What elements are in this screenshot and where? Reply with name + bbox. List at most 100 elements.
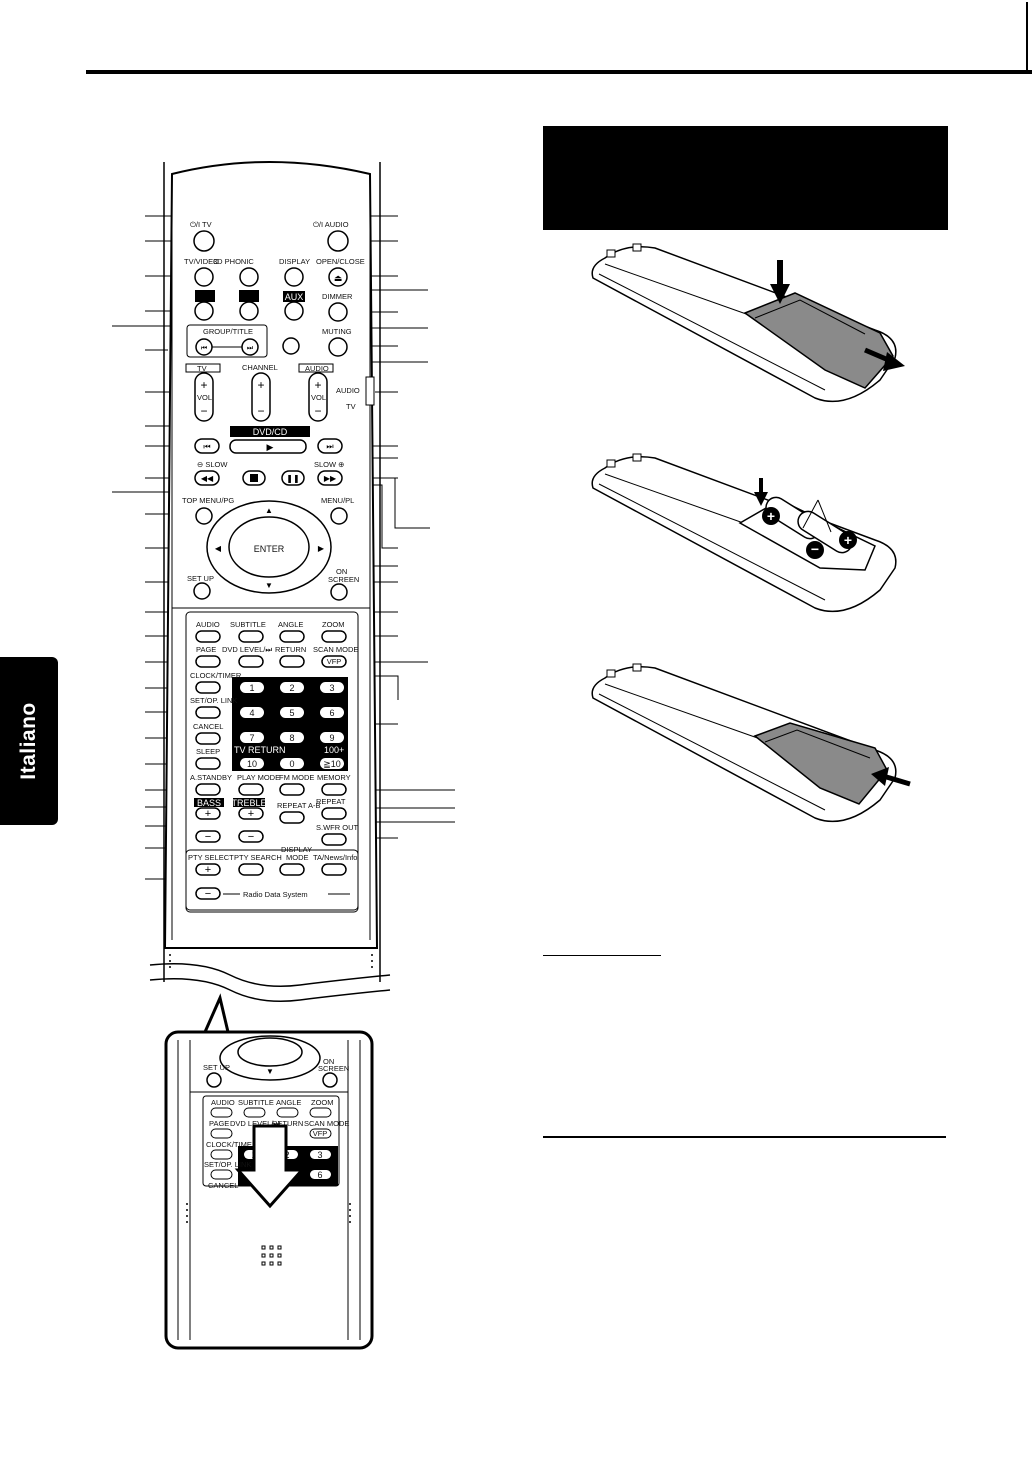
prev-track-button[interactable] <box>194 438 220 454</box>
number-key[interactable] <box>240 707 264 718</box>
header-rule <box>86 70 1032 74</box>
memory-button[interactable] <box>321 783 347 796</box>
fm-mode-button[interactable] <box>279 783 305 796</box>
slide-out-arrow-icon <box>883 352 905 371</box>
clock-timer-label: CLOCK/TIMER <box>190 671 242 680</box>
tv-vol-rocker[interactable] <box>194 372 214 422</box>
memory-label: MEMORY <box>317 773 351 782</box>
source-button-2[interactable] <box>239 301 259 321</box>
page-button[interactable] <box>195 655 221 668</box>
display-button[interactable] <box>284 267 304 287</box>
clock-timer-button[interactable] <box>195 681 221 694</box>
angle-button[interactable] <box>279 630 305 643</box>
swfr-out-button[interactable] <box>321 833 347 846</box>
page-label: PAGE <box>196 645 216 654</box>
return-loop-button[interactable] <box>282 337 300 355</box>
ta-news-info-button[interactable] <box>321 863 347 876</box>
audio-vol-label: AUDIO <box>305 364 329 373</box>
tv-video-button[interactable] <box>194 267 214 287</box>
section-divider <box>543 1136 946 1138</box>
pause-button[interactable] <box>281 470 305 486</box>
number-key[interactable] <box>320 707 344 718</box>
set-op-link-button[interactable] <box>195 706 221 719</box>
audio-vol-rocker[interactable] <box>308 372 328 422</box>
menu-pl-button[interactable] <box>330 507 348 525</box>
treble-minus-button[interactable] <box>238 830 264 843</box>
treble-tab <box>233 798 265 807</box>
battery-step-1-illustration <box>591 243 905 403</box>
inset-vfp-button <box>309 1128 332 1139</box>
number-key[interactable] <box>320 682 344 693</box>
rds-label: Radio Data System <box>243 890 308 899</box>
zero-key-label: 0 <box>289 759 294 769</box>
power-audio-button[interactable] <box>327 230 349 252</box>
inset-vfp-label: VFP <box>313 1129 328 1138</box>
cancel-button[interactable] <box>195 732 221 745</box>
open-close-button[interactable] <box>328 267 348 287</box>
return-button[interactable] <box>279 655 305 668</box>
bass-plus-button[interactable] <box>195 807 221 820</box>
number-key[interactable] <box>240 732 264 743</box>
dvd-cd-bar <box>230 426 310 437</box>
svg-text:−: − <box>205 888 211 900</box>
channel-rocker[interactable] <box>251 372 271 422</box>
set-up-button[interactable] <box>193 582 211 600</box>
power-tv-button[interactable] <box>193 230 215 252</box>
enter-button[interactable] <box>228 516 310 578</box>
dimmer-label: DIMMER <box>322 292 353 301</box>
pty-select-minus-button[interactable] <box>195 887 221 900</box>
tv-vol-label: VOL <box>197 393 212 402</box>
repeat-ab-button[interactable] <box>279 811 305 824</box>
vfp-button[interactable] <box>321 655 347 668</box>
remote-control-diagram: ⏻/I TV ⏻/I AUDIO TV/VIDEO 3D PHONIC DISP… <box>112 161 455 1350</box>
sleep-button[interactable] <box>195 757 221 770</box>
zoom-button[interactable] <box>321 630 347 643</box>
a-standby-label: A.STANDBY <box>190 773 232 782</box>
inset-clock-timer-button <box>210 1149 233 1160</box>
ge10-key[interactable] <box>320 758 344 769</box>
top-menu-button[interactable] <box>195 507 213 525</box>
audio-button[interactable] <box>195 630 221 643</box>
number-key[interactable] <box>320 732 344 743</box>
muting-label: MUTING <box>322 327 352 336</box>
display-mode-button[interactable] <box>279 863 305 876</box>
bass-minus-button[interactable] <box>195 830 221 843</box>
source-button-1[interactable] <box>194 301 214 321</box>
play-mode-label: PLAY MODE <box>237 773 280 782</box>
pty-search-button[interactable] <box>238 863 264 876</box>
top-menu-label: TOP MENU/PG <box>182 496 234 505</box>
on-screen-button[interactable] <box>330 583 348 601</box>
number-key[interactable] <box>280 732 304 743</box>
a-standby-button[interactable] <box>195 783 221 796</box>
phonic-button[interactable] <box>239 267 259 287</box>
audio-tv-switch[interactable] <box>365 376 375 406</box>
aux-button[interactable] <box>284 301 304 321</box>
switch-audio-label: AUDIO <box>336 386 360 395</box>
number-key[interactable] <box>280 682 304 693</box>
pty-select-plus-button[interactable] <box>195 863 221 876</box>
slow-rewind-button[interactable] <box>194 470 220 486</box>
muting-button[interactable] <box>328 337 348 357</box>
audio-label: AUDIO <box>196 620 220 629</box>
svg-text:+: + <box>767 508 775 524</box>
number-key[interactable] <box>280 707 304 718</box>
ten-key[interactable] <box>240 758 264 769</box>
dimmer-button[interactable] <box>328 302 348 322</box>
insert-arrow-icon <box>754 492 768 506</box>
treble-plus-button[interactable] <box>238 807 264 820</box>
plus-terminal-icon <box>839 531 857 549</box>
repeat-label: REPEAT <box>316 797 346 806</box>
play-mode-button[interactable] <box>238 783 264 796</box>
number-key[interactable] <box>240 682 264 693</box>
zero-key[interactable] <box>280 758 304 769</box>
play-button[interactable] <box>229 439 307 454</box>
dvd-level-button[interactable] <box>238 655 264 668</box>
slow-forward-button[interactable] <box>317 470 343 486</box>
subtitle-button[interactable] <box>238 630 264 643</box>
battery-cover <box>743 292 894 389</box>
repeat-button[interactable] <box>321 807 347 820</box>
page-edge-tick <box>1026 2 1028 74</box>
next-track-button[interactable] <box>317 438 343 454</box>
subtitle-label: SUBTITLE <box>230 620 266 629</box>
group-next-button[interactable] <box>241 338 259 356</box>
